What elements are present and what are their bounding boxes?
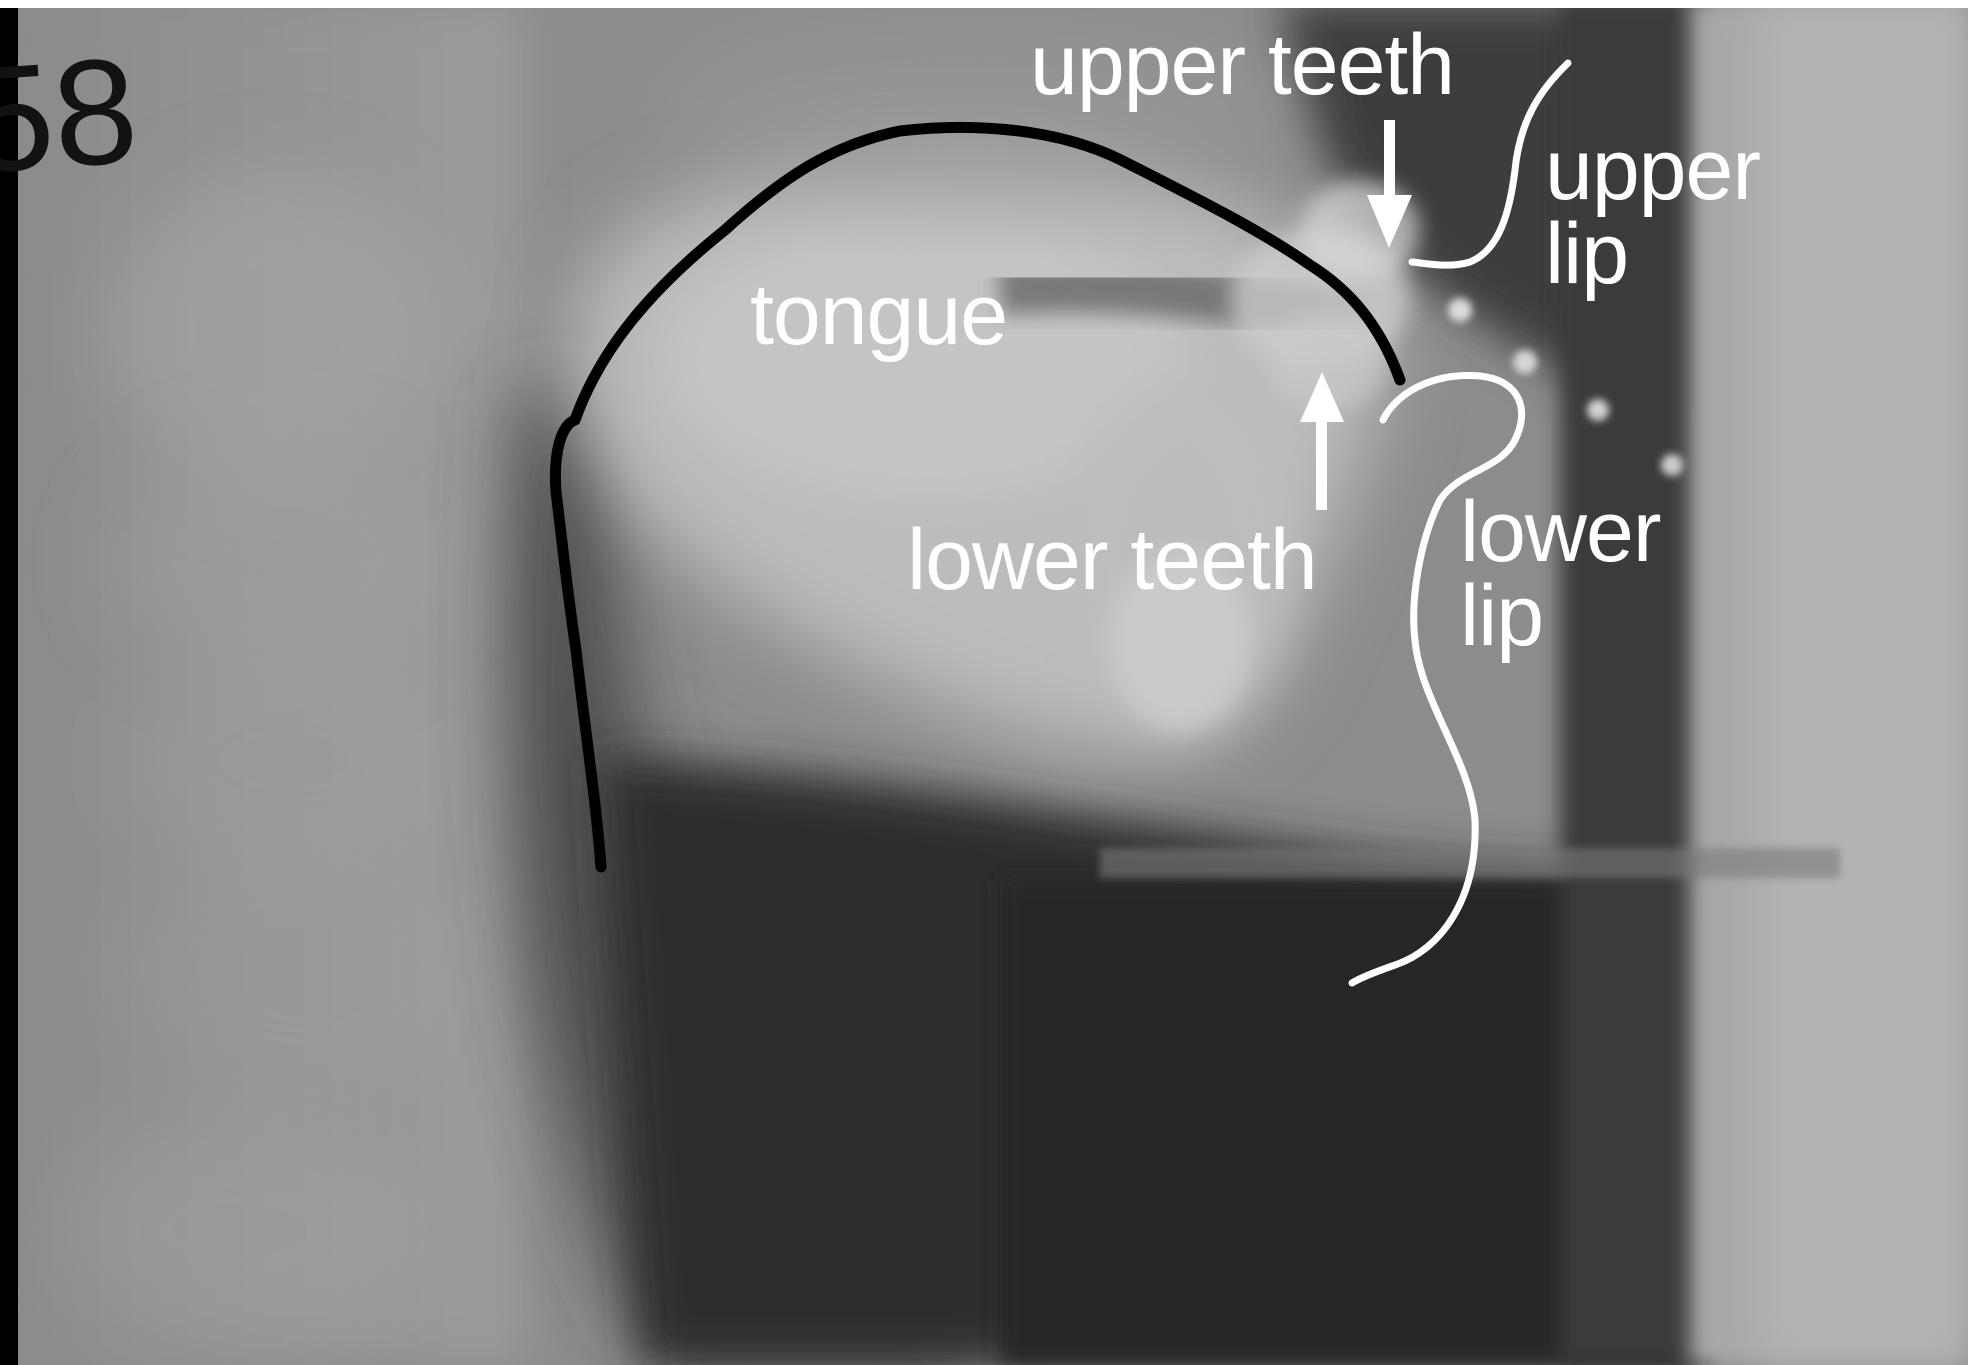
label-upper-lip-line2: lip: [1545, 212, 1760, 296]
label-lower-teeth: lower teeth: [907, 517, 1317, 603]
label-upper-lip-line1: upper: [1545, 128, 1760, 212]
film-border-left: [0, 0, 18, 1365]
label-upper-lip: upper lip: [1545, 128, 1760, 297]
label-upper-teeth: upper teeth: [1030, 22, 1454, 108]
label-lower-lip-line1: lower: [1460, 490, 1661, 574]
frame-number: 58: [0, 34, 142, 195]
label-lower-lip: lower lip: [1460, 490, 1661, 659]
label-tongue: tongue: [750, 272, 1007, 358]
label-lower-lip-line2: lip: [1460, 574, 1661, 658]
